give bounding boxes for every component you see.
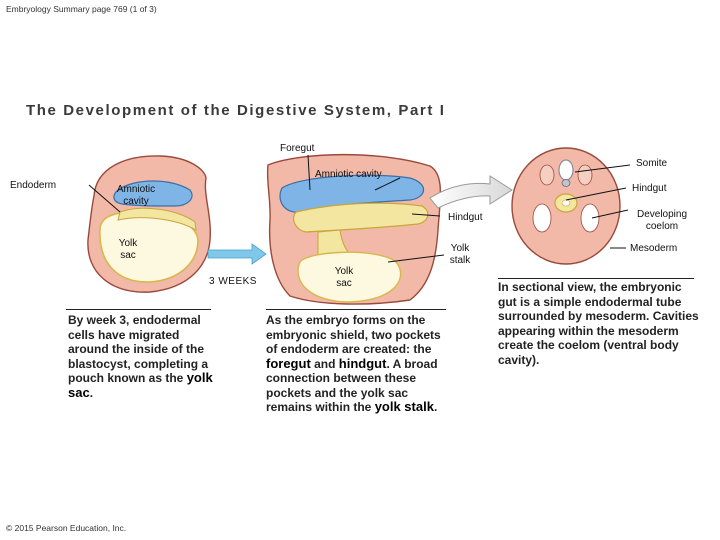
leader-lines [88, 154, 631, 263]
left-amniotic-cavity [113, 180, 193, 207]
middle-yolk-sac [297, 251, 402, 303]
description-right: In sectional view, the embryonic gut is … [498, 280, 699, 367]
label-mesoderm: Mesoderm [630, 243, 678, 254]
cross-section-somite-right [577, 164, 593, 186]
rule-right [498, 278, 694, 279]
cross-section-coelom-left [532, 203, 552, 233]
progression-arrow-gray [429, 175, 513, 209]
page-header: Embryology Summary page 769 (1 of 3) [6, 4, 157, 14]
label-amniotic-cavity-mid: Amniotic cavity [315, 169, 382, 180]
description-left: By week 3, endodermal cells have migrate… [68, 313, 213, 400]
label-foregut: Foregut [280, 143, 315, 154]
left-embryo-panel [87, 155, 211, 293]
description-middle: As the embryo forms on the embryonic shi… [266, 313, 441, 414]
left-endoderm-layer [117, 207, 197, 231]
diagram-title: The Development of the Digestive System,… [26, 102, 446, 119]
label-yolk-sac-mid: Yolk sac [334, 266, 354, 289]
label-hindgut-right: Hindgut [632, 183, 667, 194]
progression-arrow-blue [207, 243, 267, 265]
cross-section-somite-left [539, 164, 555, 186]
cross-section-panel [511, 147, 621, 265]
label-yolk-stalk: Yolk stalk [449, 243, 471, 266]
cross-section-coelom-right [580, 203, 600, 233]
cross-section-notochord [561, 179, 571, 187]
label-hindgut-mid: Hindgut [448, 212, 483, 223]
label-developing-coelom: Developing coelom [636, 209, 688, 232]
cross-section-neural-tube [558, 159, 574, 181]
copyright-notice: © 2015 Pearson Education, Inc. [6, 523, 127, 533]
rule-left [66, 309, 211, 310]
label-amniotic-cavity-left: Amniotic cavity [116, 184, 156, 207]
label-somite: Somite [636, 158, 668, 169]
label-endoderm: Endoderm [10, 180, 57, 191]
rule-middle [266, 309, 446, 310]
label-yolk-sac-left: Yolk sac [118, 238, 138, 261]
cross-section-gut-lumen [561, 199, 571, 207]
middle-endoderm-gut [293, 202, 429, 233]
label-three-weeks: 3 WEEKS [209, 276, 257, 287]
